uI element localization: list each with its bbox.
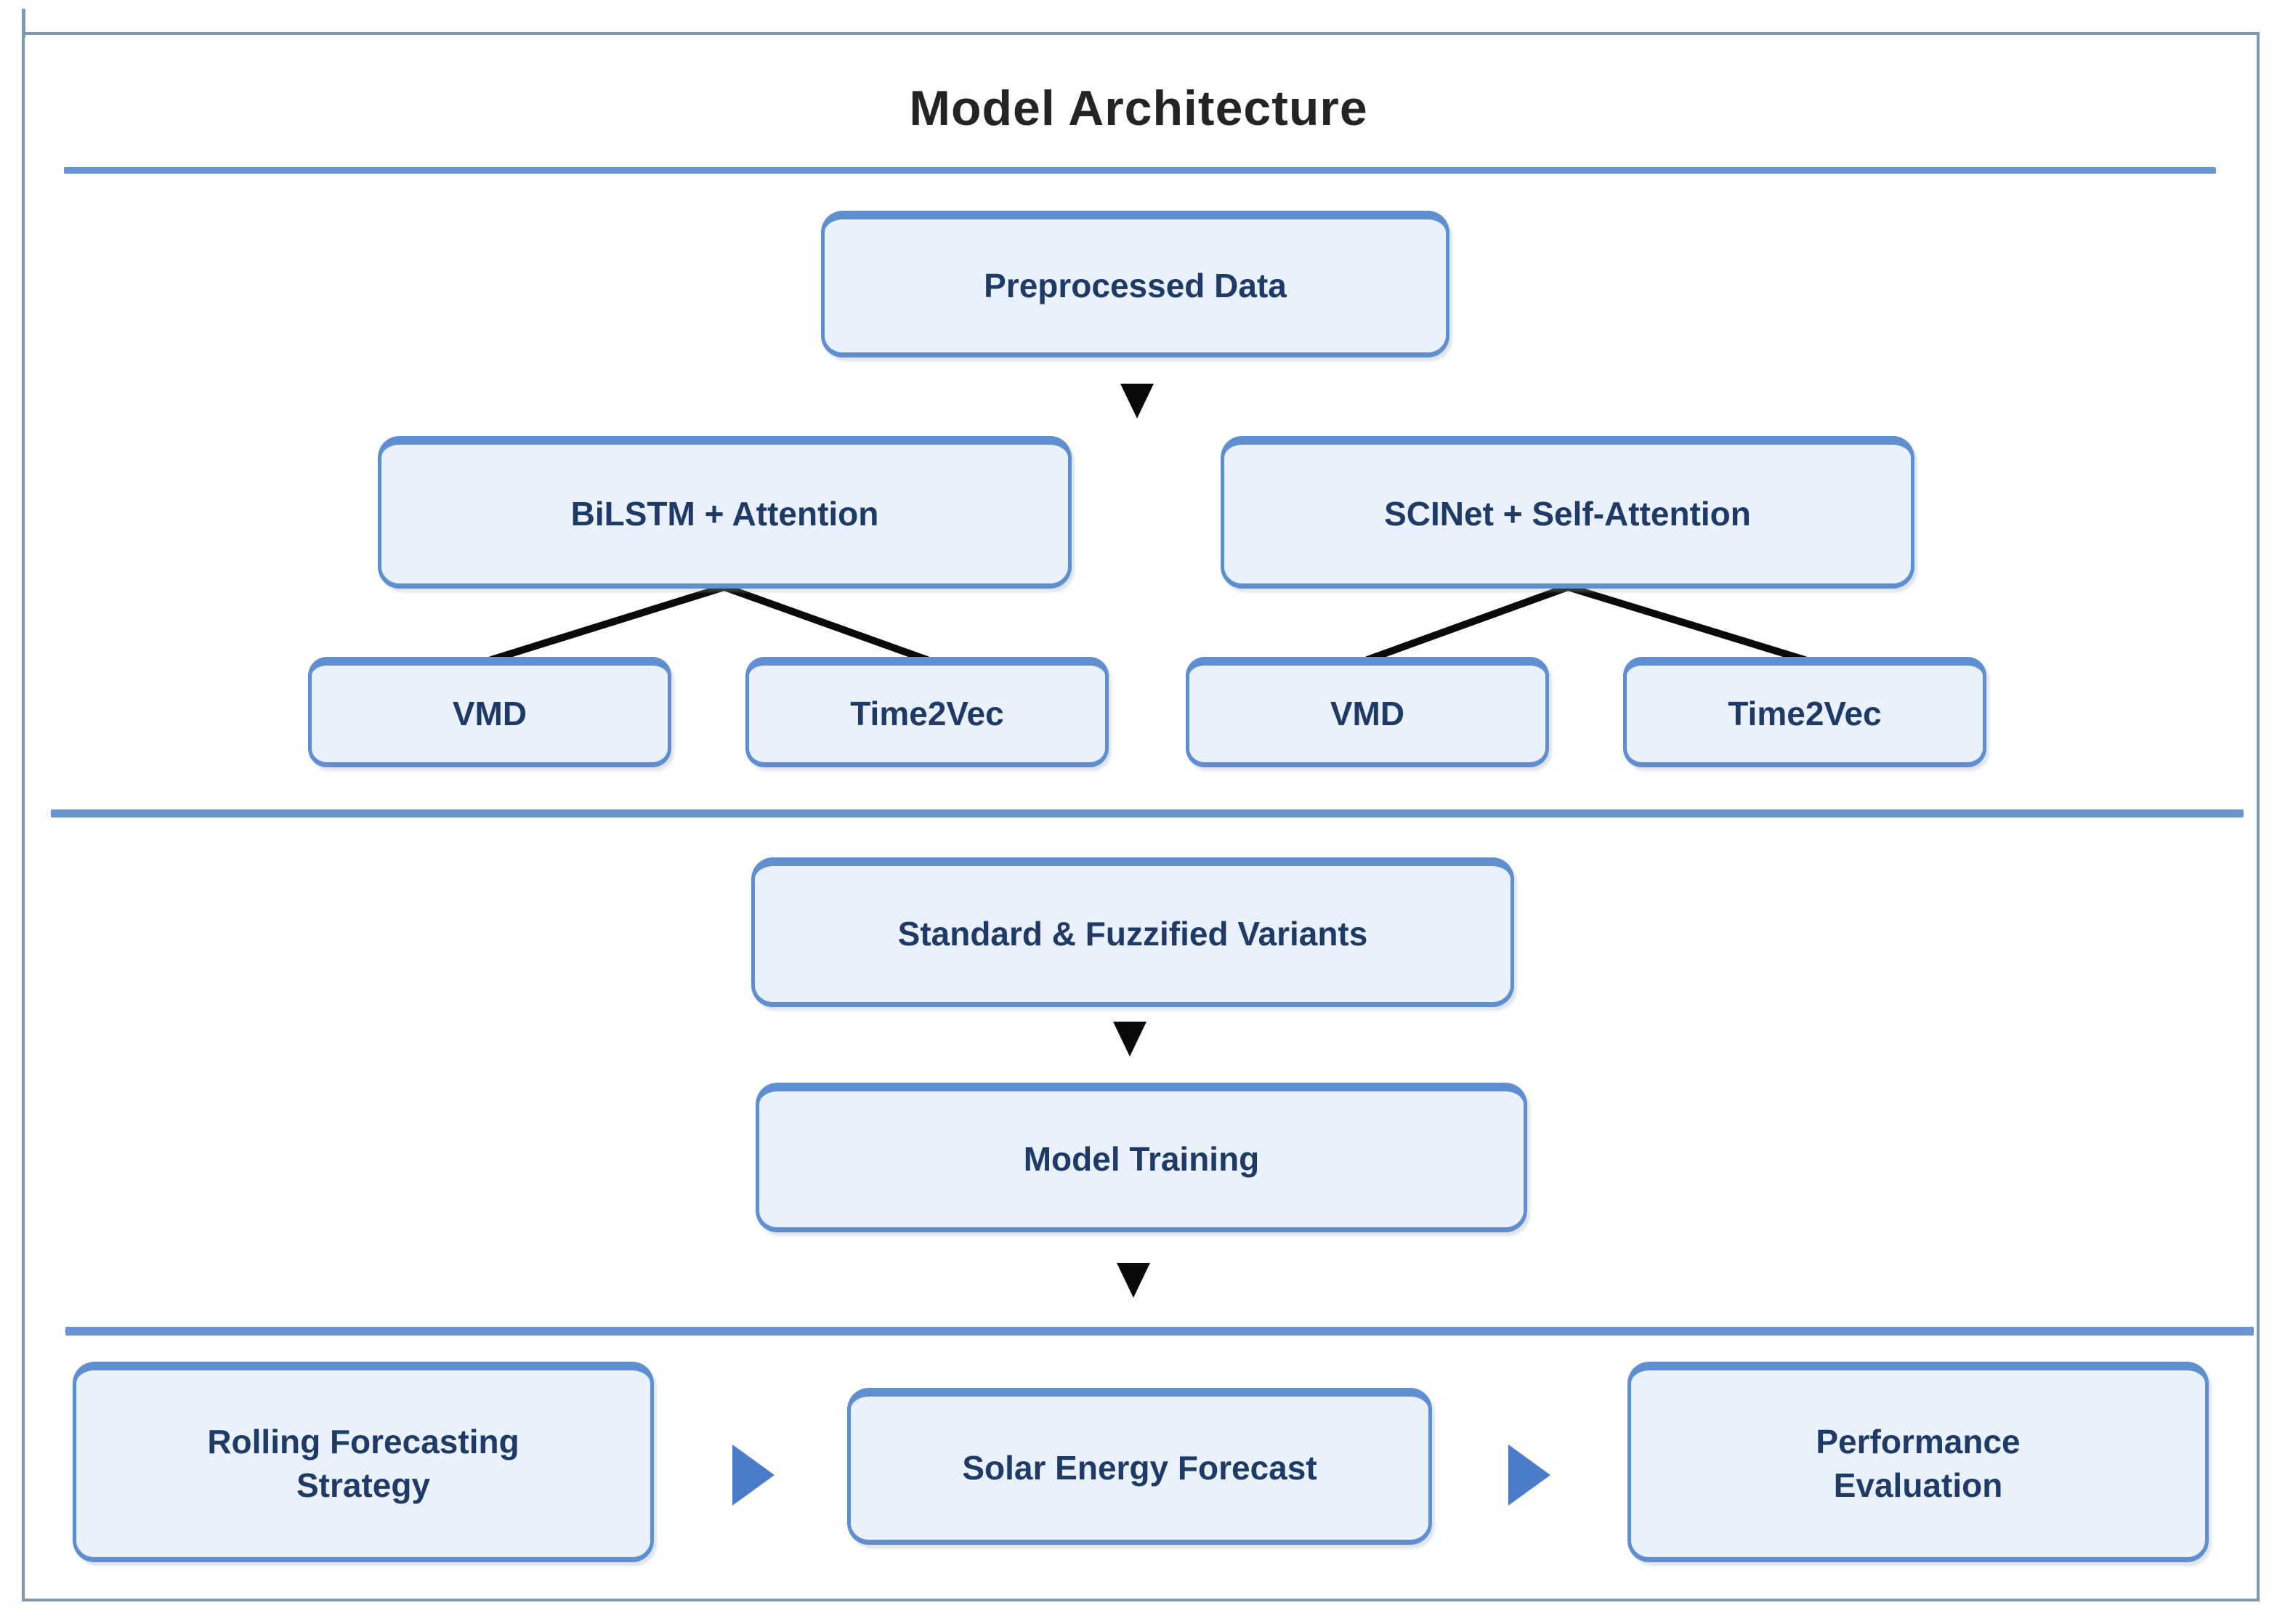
section-divider-bottom	[65, 1327, 2254, 1336]
diagram-title: Model Architecture	[909, 81, 1368, 136]
node-label: BiLSTM + Attention	[570, 494, 879, 533]
node-performance-evaluation: Performance Evaluation	[1627, 1362, 2209, 1562]
node-vmd-left: VMD	[308, 657, 671, 767]
node-label: VMD	[1330, 694, 1405, 732]
section-divider-middle	[51, 809, 2244, 817]
node-time2vec-left: Time2Vec	[745, 657, 1109, 767]
title-underline	[64, 167, 2216, 174]
node-label: Preprocessed Data	[984, 266, 1287, 304]
down-arrow-icon	[1120, 384, 1154, 419]
right-arrow-icon	[732, 1445, 774, 1506]
down-arrow-icon	[1117, 1263, 1150, 1298]
node-label: Performance Evaluation	[1816, 1422, 2021, 1504]
node-label: Standard & Fuzzified Variants	[897, 914, 1368, 953]
frame-tick	[22, 9, 25, 38]
node-label: Solar Energy Forecast	[962, 1448, 1317, 1487]
node-label: Time2Vec	[1728, 694, 1882, 732]
node-solar-energy-forecast: Solar Energy Forecast	[847, 1388, 1432, 1545]
node-vmd-right: VMD	[1186, 657, 1549, 767]
node-label: SCINet + Self-Attention	[1384, 494, 1751, 533]
down-arrow-icon	[1113, 1022, 1146, 1057]
node-label: VMD	[452, 694, 527, 732]
diagram-frame	[22, 32, 2260, 1601]
node-scinet-self-attention: SCINet + Self-Attention	[1221, 436, 1914, 589]
node-model-training: Model Training	[756, 1083, 1527, 1232]
node-standard-fuzzified-variants: Standard & Fuzzified Variants	[751, 857, 1514, 1007]
node-time2vec-right: Time2Vec	[1623, 657, 1986, 767]
node-rolling-forecasting-strategy: Rolling Forecasting Strategy	[73, 1362, 654, 1562]
node-label: Rolling Forecasting Strategy	[207, 1422, 519, 1504]
node-preprocessed-data: Preprocessed Data	[821, 211, 1449, 357]
node-bilstm-attention: BiLSTM + Attention	[378, 436, 1072, 589]
right-arrow-icon	[1508, 1445, 1550, 1506]
node-label: Time2Vec	[850, 694, 1004, 732]
node-label: Model Training	[1023, 1139, 1260, 1178]
